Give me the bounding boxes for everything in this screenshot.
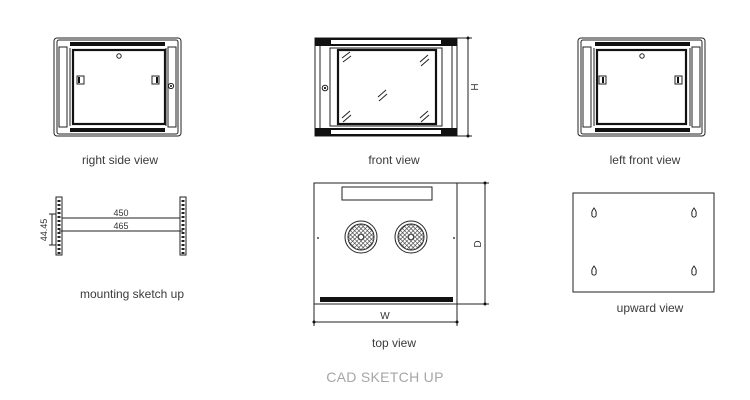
left-front-view-label: left front view (610, 153, 681, 167)
mounting-sketch-drawing (49, 196, 187, 256)
unit-height-dimension: 44.45 (39, 219, 49, 242)
right-side-view-label: right side view (82, 153, 158, 167)
width-dimension-label: W (380, 311, 390, 322)
fan-left (344, 220, 378, 254)
depth-dimension-label: D (473, 240, 484, 247)
top-view-drawing (312, 181, 489, 326)
rail-outer-dimension: 465 (113, 221, 128, 231)
upward-view-drawing (572, 192, 715, 293)
mounting-sketch-label: mounting sketch up (80, 287, 184, 301)
cad-sketch-caption: CAD SKETCH UP (326, 369, 443, 385)
top-view-label: top view (372, 336, 416, 350)
rail-inner-dimension: 450 (113, 208, 128, 218)
right-side-view-drawing (53, 37, 182, 137)
front-view-label: front view (368, 153, 420, 167)
left-front-view-drawing (577, 37, 706, 137)
fan-right (394, 220, 428, 254)
front-view-drawing (314, 36, 472, 138)
upward-view-label: upward view (617, 301, 684, 315)
height-dimension-label: H (470, 83, 481, 90)
